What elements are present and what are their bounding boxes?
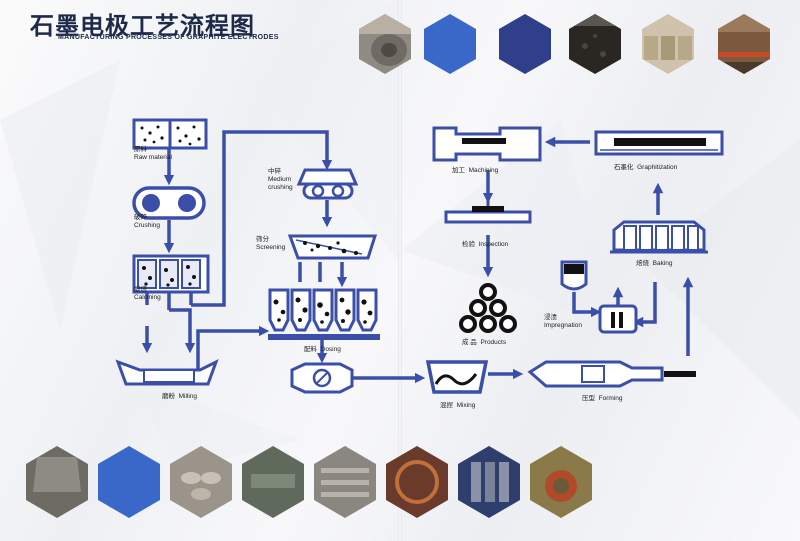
label-forming: 压型 Forming [582,395,622,403]
label-impregnation: 浸渍 Impregnation [544,314,582,330]
label-en: Products [480,339,506,346]
label-cn: 浸渍 [544,314,582,322]
mill-icon [118,362,216,384]
bottom-photo-strip [26,446,592,518]
graphitization-furnace-icon [596,132,722,154]
label-screening: 筛分 Screening [256,236,285,252]
label-en: Raw material [134,154,172,162]
crane-photo [530,446,592,518]
label-en: Dosing [321,346,341,353]
label-machining: 加工 Machining [452,167,498,175]
label-milling: 磨粉 Milling [162,393,197,401]
reel-photo [386,446,448,518]
label-cn: 破碎 [134,214,160,222]
label-cn: 加工 [452,167,465,174]
label-cn: 煅烧 [134,286,161,294]
label-crushing: 破碎 Crushing [134,214,160,230]
baking-furnace-icon [610,222,708,252]
label-en: Graphitization [637,164,677,171]
label-cn: 石墨化 [614,164,634,171]
label-cn: 筛分 [256,236,285,244]
raw-material-bins-icon [134,120,206,148]
label-en: Forming [599,395,623,402]
label-en: Inspection [479,241,509,248]
label-en: Impregnation [544,322,582,330]
label-inspection: 检验 Inspection [462,241,508,249]
label-cn: 原料 [134,146,172,154]
screening-unit-icon [290,236,375,258]
label-calcining: 煅烧 Calcining [134,286,161,302]
label-baking: 焙烧 Baking [636,260,673,268]
coke-pile-photo [569,14,621,74]
label-raw-material: 原料 Raw material [134,146,172,162]
label-cn: 压型 [582,395,595,402]
label-en: crushing [268,184,293,192]
label-en: Calcining [134,294,161,302]
label-en: Machining [469,167,499,174]
label-en: Milling [179,393,197,400]
medium-crusher-icon [299,170,356,198]
blue-hexagon [424,14,476,74]
navy-hexagon [499,14,551,74]
dosing-scale-icon [292,364,352,392]
label-products: 成 品 Products [462,339,506,347]
bulk-bags-photo [642,14,694,74]
top-photo-strip [359,14,770,74]
products-stack-icon [461,285,515,331]
label-cn: 中碎 [268,168,293,176]
label-en: Baking [653,260,673,267]
pipes-photo [314,446,376,518]
label-graphitization: 石墨化 Graphitization [614,164,677,172]
label-cn: 焙烧 [636,260,649,267]
label-en: Medium [268,176,293,184]
electrodes-photo [458,446,520,518]
machining-lathe-icon [434,128,540,160]
label-mixing: 混捏 Mixing [440,402,475,410]
label-medium-crushing: 中碎 Medium crushing [268,168,293,192]
label-dosing: 配料 Dosing [304,346,341,354]
label-cn: 配料 [304,346,317,353]
label-cn: 混捏 [440,402,453,409]
label-cn: 检验 [462,241,475,248]
dosing-silos-icon [268,290,380,340]
plant-interior-photo [718,14,770,74]
label-cn: 磨粉 [162,393,175,400]
factory-photo [26,446,88,518]
forming-press-icon [530,362,696,386]
machinery-photo [242,446,304,518]
mixer-icon [428,362,486,392]
label-en: Crushing [134,222,160,230]
label-cn: 成 品 [462,339,477,346]
label-en: Mixing [457,402,476,409]
blue-hexagon [98,446,160,518]
label-en: Screening [256,244,285,252]
